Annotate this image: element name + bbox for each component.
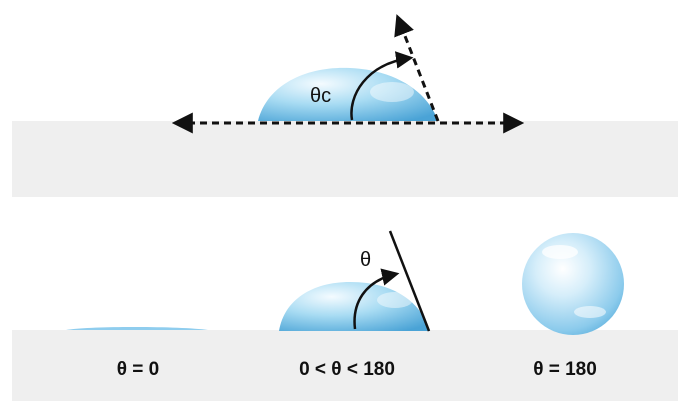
partial-droplet-highlight [377,292,413,308]
partial-droplet [279,282,430,331]
tangent-dashed-arrow [394,14,440,122]
bottom-angle-arc [353,268,400,330]
flat-film-droplet [66,327,208,330]
tangent-line [388,230,431,332]
top-droplet-highlight [370,82,414,102]
caption-theta-180: θ = 180 [533,359,597,380]
top-angle-label: θc [310,85,331,107]
caption-theta-zero: θ = 0 [117,359,160,380]
caption-theta-between: 0 < θ < 180 [299,359,395,380]
sphere-reflection [574,306,606,318]
top-angle-arc [350,51,414,121]
sphere-highlight [542,245,578,259]
top-surface [12,121,678,197]
top-droplet [258,67,438,121]
bottom-surface [12,330,678,401]
bottom-angle-label: θ [360,249,371,271]
